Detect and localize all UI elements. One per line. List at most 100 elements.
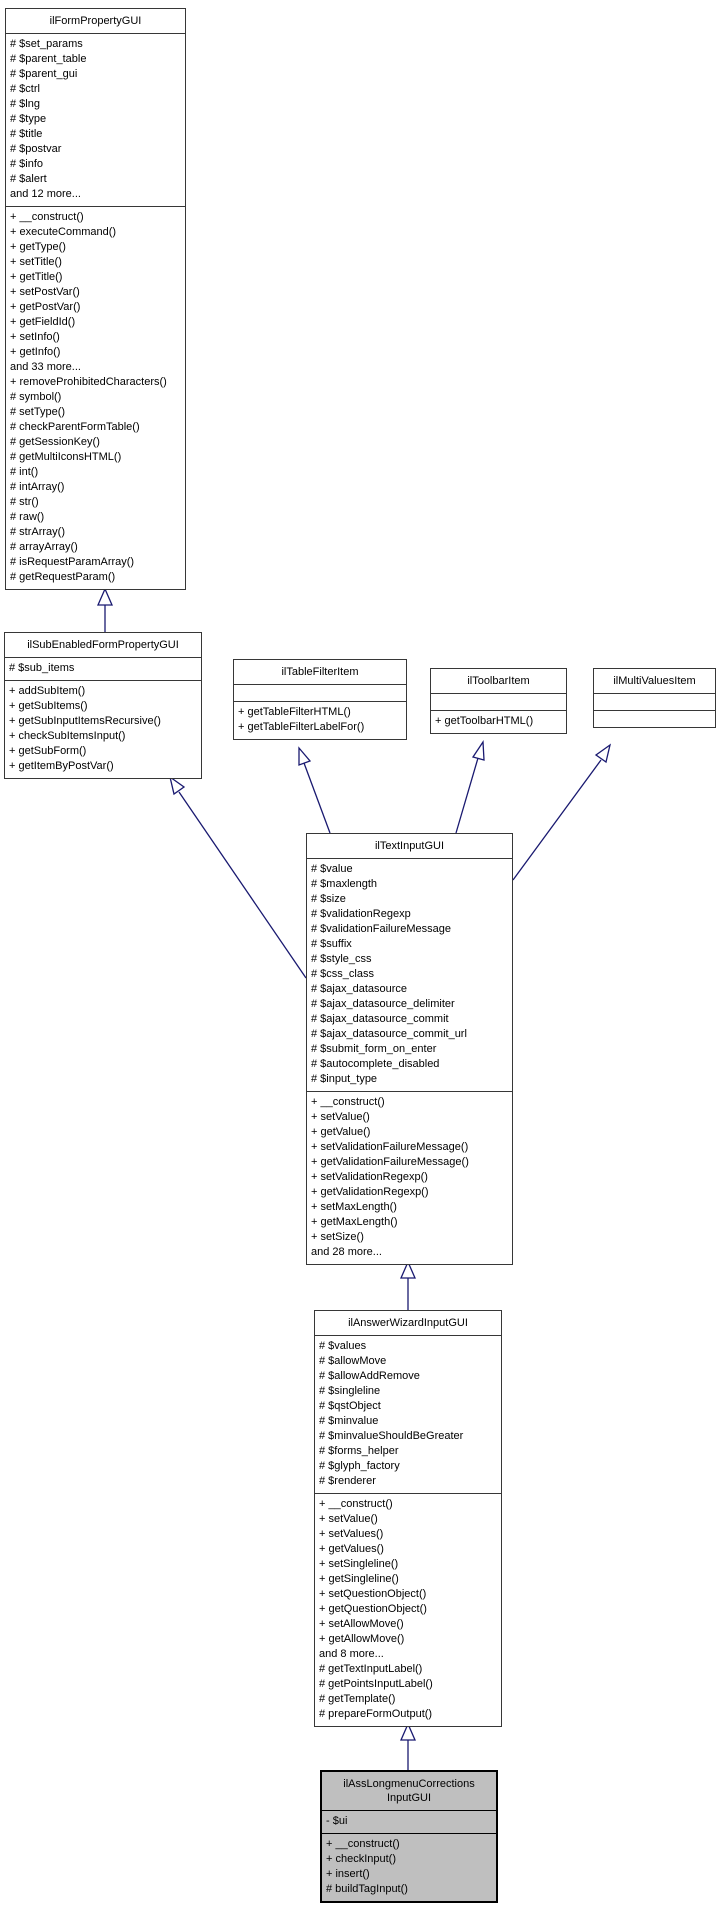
- inheritance-arrowhead-icon: [298, 746, 312, 766]
- member-line: # setType(): [10, 406, 66, 418]
- member-line: + __construct(): [326, 1838, 400, 1850]
- class-methods: [594, 710, 715, 727]
- member-line: # $postvar: [10, 143, 62, 155]
- member-line: # getTemplate(): [319, 1693, 396, 1705]
- member-line: # $set_params: [10, 38, 83, 50]
- class-title: ilTextInputGUI: [374, 840, 445, 852]
- member-line: + getAllowMove(): [319, 1633, 405, 1645]
- class-box-ilsubenabledformpropertygui[interactable]: ilSubEnabledFormPropertyGUI # $sub_items…: [4, 632, 202, 779]
- member-line: + getValue(): [311, 1126, 371, 1138]
- inheritance-arrowhead-icon: [471, 740, 485, 761]
- member-line: + setSize(): [311, 1231, 364, 1243]
- member-line: # $allowAddRemove: [319, 1370, 420, 1382]
- member-line: + setValues(): [319, 1528, 384, 1540]
- member-line: # $values: [319, 1340, 367, 1352]
- member-line: # $allowMove: [319, 1355, 387, 1367]
- member-line: + setPostVar(): [10, 286, 80, 298]
- member-line: # $ajax_datasource_commit_url: [311, 1028, 467, 1040]
- member-line: # str(): [10, 496, 39, 508]
- member-line: + insert(): [326, 1868, 370, 1880]
- member-line: + getSubForm(): [9, 745, 87, 757]
- member-line: + __construct(): [311, 1096, 385, 1108]
- member-line: # $lng: [10, 98, 40, 110]
- inheritance-edge-textinput-to-multivalues: [512, 759, 602, 881]
- member-line: and 33 more...: [10, 361, 81, 373]
- member-line: + setValue(): [311, 1111, 370, 1123]
- class-title: ilTableFilterItem: [281, 666, 359, 678]
- member-line: # isRequestParamArray(): [10, 556, 135, 568]
- inheritance-edge-textinput-to-subenabled: [178, 791, 307, 979]
- member-line: # $title: [10, 128, 43, 140]
- class-attributes: - $ui: [322, 1810, 496, 1833]
- member-line: # $value: [311, 863, 353, 875]
- class-methods: + __construct()+ executeCommand()+ getTy…: [6, 206, 185, 589]
- member-line: and 28 more...: [311, 1246, 382, 1258]
- member-line: # intArray(): [10, 481, 65, 493]
- member-line: and 8 more...: [319, 1648, 384, 1660]
- member-line: # $size: [311, 893, 346, 905]
- member-line: # int(): [10, 466, 39, 478]
- member-line: + setInfo(): [10, 331, 60, 343]
- member-line: # $parent_table: [10, 53, 87, 65]
- class-attributes: [431, 693, 566, 710]
- class-box-iltoolbaritem[interactable]: ilToolbarItem + getToolbarHTML(): [430, 668, 567, 734]
- member-line: + setValue(): [319, 1513, 378, 1525]
- class-methods: + addSubItem() + getSubItems() + getSubInp…: [5, 680, 201, 778]
- member-line: # $minvalueShouldBeGreater: [319, 1430, 464, 1442]
- class-box-ilmultivaluesitem[interactable]: ilMultiValuesItem: [593, 668, 716, 728]
- member-line: # $glyph_factory: [319, 1460, 400, 1472]
- inheritance-arrowhead-icon: [594, 743, 612, 764]
- member-line: # $maxlength: [311, 878, 378, 890]
- member-line: # $validationFailureMessage: [311, 923, 452, 935]
- member-line: + setValidationRegexp(): [311, 1171, 428, 1183]
- member-line: + setSingleline(): [319, 1558, 399, 1570]
- member-line: + getValidationRegexp(): [311, 1186, 429, 1198]
- member-line: + setAllowMove(): [319, 1618, 404, 1630]
- member-line: + getValues(): [319, 1543, 384, 1555]
- member-line: # $submit_form_on_enter: [311, 1043, 437, 1055]
- member-line: + getTableFilterLabelFor(): [238, 721, 365, 733]
- member-line: # $validationRegexp: [311, 908, 411, 920]
- member-line: # strArray(): [10, 526, 65, 538]
- member-line: # $parent_gui: [10, 68, 78, 80]
- member-line: # $suffix: [311, 938, 352, 950]
- member-line: + __construct(): [10, 211, 84, 223]
- member-line: + getSingleline(): [319, 1573, 399, 1585]
- member-line: # prepareFormOutput(): [319, 1708, 433, 1720]
- member-line: + setTitle(): [10, 256, 62, 268]
- member-line: # $style_css: [311, 953, 372, 965]
- class-box-ilanswerwizardinputgui[interactable]: ilAnswerWizardInputGUI # $values # $allow…: [314, 1310, 502, 1727]
- member-line: + removeProhibitedCharacters(): [10, 376, 167, 388]
- member-line: + getValidationFailureMessage(): [311, 1156, 469, 1168]
- member-line: + getPostVar(): [10, 301, 81, 313]
- inheritance-edge-textinput-to-toolbar: [455, 757, 479, 834]
- class-attributes: # $value # $maxlength # $size # $validation…: [307, 858, 512, 1091]
- member-line: # $ajax_datasource_commit: [311, 1013, 449, 1025]
- member-line: + getType(): [10, 241, 66, 253]
- member-line: + getTitle(): [10, 271, 63, 283]
- member-line: - $ui: [326, 1815, 348, 1827]
- class-attributes: [234, 684, 406, 701]
- member-line: + setQuestionObject(): [319, 1588, 427, 1600]
- member-line: + getInfo(): [10, 346, 61, 358]
- member-line: # $minvalue: [319, 1415, 379, 1427]
- class-title: ilAnswerWizardInputGUI: [348, 1317, 468, 1329]
- member-line: # checkParentFormTable(): [10, 421, 140, 433]
- member-line: # $type: [10, 113, 47, 125]
- member-line: + getSubItems(): [9, 700, 88, 712]
- class-box-ilasslongmenucorrectionsinputgui: ilAssLongmenuCorrections InputGUI - $ui …: [320, 1770, 498, 1903]
- class-methods: + getToolbarHTML(): [431, 710, 566, 733]
- class-box-ilformpropertygui[interactable]: ilFormPropertyGUI # $set_params # $parent…: [5, 8, 186, 590]
- class-box-iltextinputgui[interactable]: ilTextInputGUI # $value # $maxlength # $si…: [306, 833, 513, 1265]
- member-line: + checkInput(): [326, 1853, 397, 1865]
- member-line: # getRequestParam(): [10, 571, 116, 583]
- member-line: + addSubItem(): [9, 685, 86, 697]
- member-line: # $ajax_datasource: [311, 983, 408, 995]
- member-line: # $qstObject: [319, 1400, 381, 1412]
- member-line: # $singleline: [319, 1385, 381, 1397]
- member-line: + getSubInputItemsRecursive(): [9, 715, 161, 727]
- class-methods: + __construct()+ checkInput()+ insert()#…: [322, 1833, 496, 1901]
- class-box-iltablefilteritem[interactable]: ilTableFilterItem + getTableFilterHTML()…: [233, 659, 407, 740]
- class-title: ilFormPropertyGUI: [49, 15, 142, 27]
- member-line: # $info: [10, 158, 44, 170]
